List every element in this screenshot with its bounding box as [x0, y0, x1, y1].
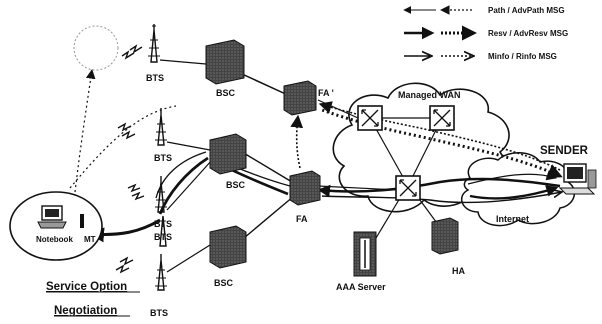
- bsc-label-2: BSC: [226, 180, 246, 190]
- legend: Path / AdvPath MSG Resv / AdvResv MSG Mi…: [403, 5, 568, 61]
- legend-path: Path / AdvPath MSG: [403, 5, 565, 15]
- aaa-server: AAA Server: [336, 231, 386, 292]
- wan-router-2: [429, 105, 455, 131]
- sender-label: SENDER: [540, 145, 589, 157]
- bsc-label-3: BSC: [214, 278, 234, 288]
- legend-resv: Resv / AdvResv MSG: [404, 25, 568, 41]
- bts-label-1: BTS: [146, 73, 164, 83]
- legend-path-label: Path / AdvPath MSG: [488, 6, 565, 15]
- bts-label-5: BTS: [150, 308, 168, 318]
- legend-resv-label: Resv / AdvResv MSG: [488, 29, 568, 38]
- managed-wan-label: Managed WAN: [398, 90, 461, 100]
- legend-minfo: Minfo / Rinfo MSG: [404, 52, 557, 61]
- notebook-mt: Notebook MT: [9, 191, 103, 261]
- bts-tower-5: BTS: [150, 254, 168, 318]
- bts-label-4: BTS: [154, 232, 172, 242]
- service-option-line1: Service Option: [46, 281, 127, 293]
- bsc-label-1: BSC: [216, 88, 236, 98]
- ha: HA: [431, 217, 465, 276]
- wan-router-1: [357, 105, 383, 131]
- wan-router-3: [395, 175, 421, 201]
- bsc-3: BSC: [209, 225, 247, 288]
- bsc-1: BSC: [205, 39, 245, 98]
- service-option-line2: Negotiation: [54, 305, 117, 317]
- aaa-server-label: AAA Server: [336, 282, 386, 292]
- mt-label: MT: [84, 235, 96, 244]
- sender-computer: SENDER: [540, 145, 597, 195]
- internet-label: Internet: [496, 214, 529, 224]
- bts-tower-1: BTS: [146, 24, 164, 83]
- bts-label-2: BTS: [154, 153, 172, 163]
- radio-waves: [115, 44, 145, 274]
- service-option-negotiation: Service Option Negotiation: [46, 281, 140, 317]
- bts-tower-2: BTS: [154, 108, 172, 163]
- fa: FA: [289, 170, 321, 224]
- bts-tower-4: BTS: [154, 215, 172, 247]
- ha-label: HA: [452, 266, 465, 276]
- bts-label-3: BTS: [154, 219, 172, 229]
- fa-label: FA: [296, 214, 308, 224]
- notebook-label: Notebook: [36, 235, 73, 244]
- bts-tower-3: BTS: [154, 176, 172, 229]
- fa-prime: FA ': [283, 80, 334, 116]
- legend-minfo-label: Minfo / Rinfo MSG: [488, 52, 557, 61]
- bsc-2: BSC: [209, 133, 247, 190]
- fa-prime-label: FA ': [318, 88, 334, 98]
- faded-cell-circle: [73, 25, 119, 71]
